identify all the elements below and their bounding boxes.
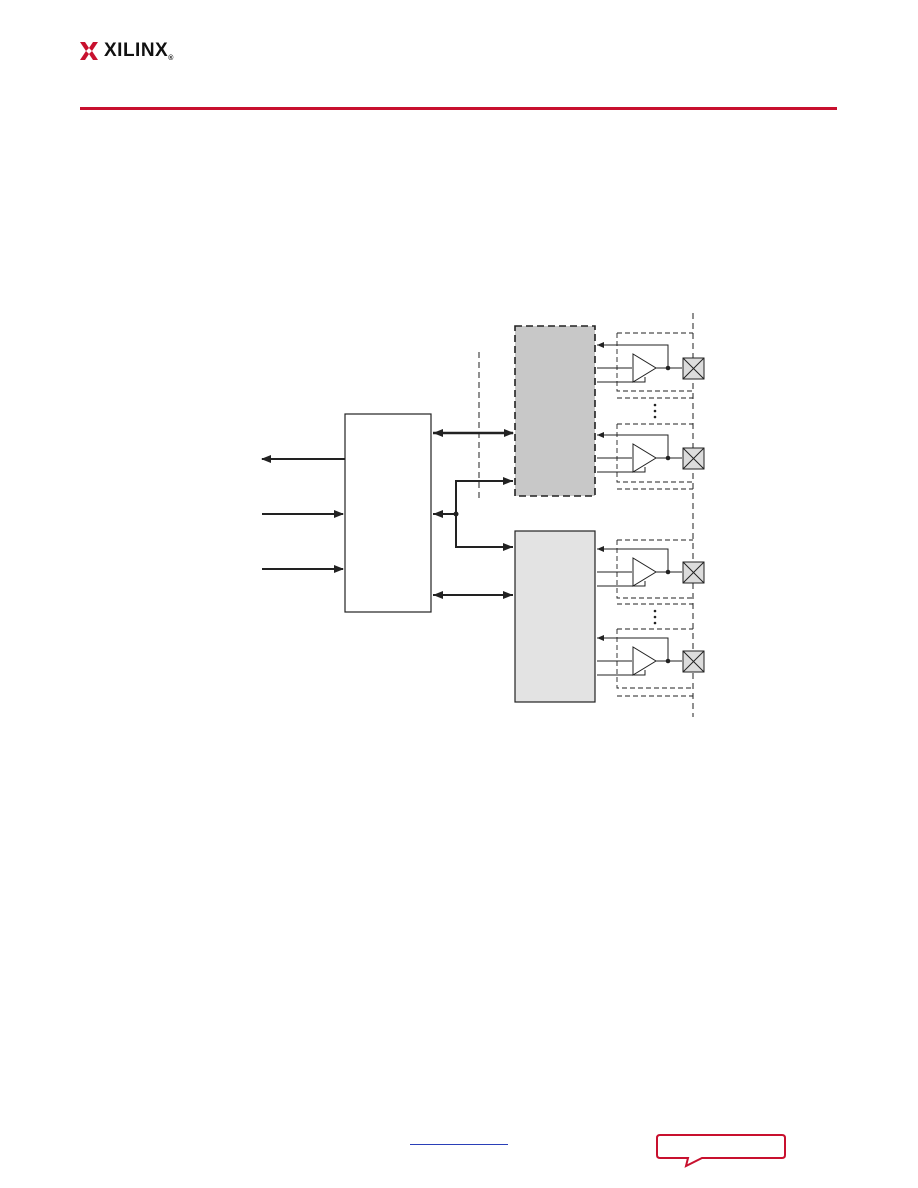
lower-bank-block	[514, 530, 596, 703]
header-rule	[80, 107, 837, 110]
io-cell-3	[597, 539, 705, 599]
xilinx-logo[interactable]: XILINX®	[80, 40, 174, 62]
feedback-button[interactable]	[656, 1133, 788, 1169]
upper-bank-block	[514, 325, 596, 497]
ellipsis-upper	[617, 397, 693, 419]
speech-bubble-icon	[656, 1134, 786, 1168]
io-cell-2	[597, 423, 705, 490]
logo-text: XILINX®	[104, 40, 174, 62]
io-cell-4	[597, 628, 705, 697]
io-cell-1	[597, 332, 705, 392]
controller-block	[344, 413, 432, 613]
footer-link[interactable]	[410, 1143, 508, 1145]
xilinx-x-icon	[80, 42, 98, 60]
branch-line	[455, 480, 513, 548]
ellipsis-lower	[617, 603, 693, 625]
